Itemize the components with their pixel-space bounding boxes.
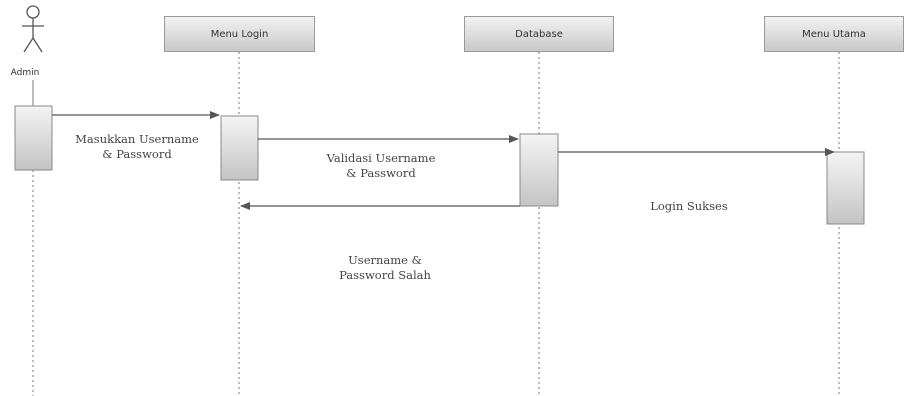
activation-menu-utama xyxy=(826,151,865,225)
lifeline-header-menu-login: Menu Login xyxy=(164,16,315,52)
lifeline-header-label: Menu Utama xyxy=(802,28,866,40)
lifeline-header-label: Menu Login xyxy=(210,28,269,40)
message-label-line: & Password xyxy=(346,166,416,180)
message-label-line: Masukkan Username xyxy=(75,132,199,146)
message-label-validate: Validasi Username & Password xyxy=(308,151,454,181)
message-label-line: Login Sukses xyxy=(650,199,728,213)
message-label-login-failed: Username & Password Salah xyxy=(312,253,458,283)
lifeline-header-label: Database xyxy=(515,28,563,40)
message-label-login-input: Masukkan Username & Password xyxy=(60,132,214,162)
message-label-line: Validasi Username xyxy=(326,151,436,165)
message-label-line: & Password xyxy=(102,147,172,161)
actor-label: Admin xyxy=(10,68,40,78)
message-label-line: Password Salah xyxy=(339,268,431,282)
message-label-line: Username & xyxy=(348,253,422,267)
message-label-login-success: Login Sukses xyxy=(626,199,752,214)
activation-admin xyxy=(14,105,53,171)
activation-database xyxy=(519,133,559,207)
lifeline-header-menu-utama: Menu Utama xyxy=(764,16,904,52)
stick-figure-icon xyxy=(22,5,44,53)
lifeline-header-database: Database xyxy=(464,16,614,52)
activation-menu-login xyxy=(220,115,259,181)
